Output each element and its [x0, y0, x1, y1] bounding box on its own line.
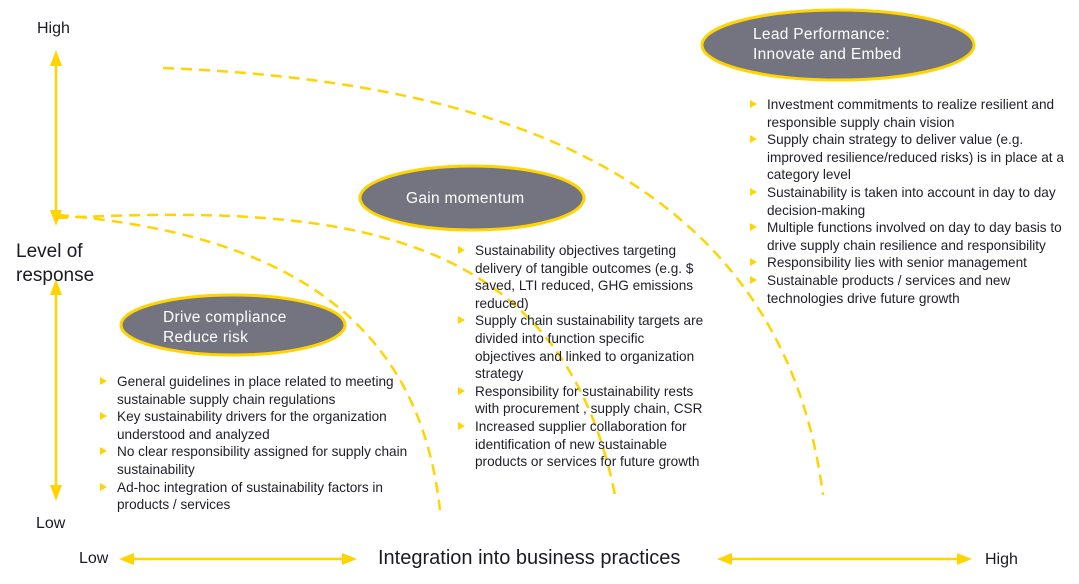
list-item: Responsibility for sustainability rests … [458, 383, 708, 418]
bullet-triangle-icon [750, 275, 757, 284]
list-item: Increased supplier collaboration for ide… [458, 418, 708, 471]
list-item: Responsibility lies with senior manageme… [750, 254, 1068, 272]
bullet-triangle-icon [100, 447, 107, 456]
bullet-triangle-icon [100, 377, 107, 385]
bullet-list-gain-momentum: Sustainability objectives targeting deli… [458, 242, 708, 471]
bullet-triangle-icon [750, 258, 757, 267]
bullet-list-drive-compliance: General guidelines in place related to m… [100, 373, 410, 514]
stage-title-gain-momentum: Gain momentum [406, 189, 524, 209]
bullet-triangle-icon [750, 135, 757, 144]
list-item: Key sustainability drivers for the organ… [100, 408, 410, 443]
y-axis-arrow-upper [50, 50, 62, 226]
stage-ellipse-lead-performance [700, 8, 976, 82]
list-item: Sustainability objectives targeting deli… [458, 242, 708, 312]
bullet-triangle-icon [750, 187, 757, 196]
list-item: General guidelines in place related to m… [100, 373, 410, 408]
x-axis-high-label: High [985, 551, 1018, 568]
list-item: Investment commitments to realize resili… [750, 96, 1068, 131]
bullet-triangle-icon [458, 386, 465, 395]
stage-title-line1: Drive compliance [163, 309, 287, 326]
stage-title-line1: Gain momentum [406, 190, 525, 207]
y-axis-arrow-lower [50, 279, 62, 501]
stage-ellipse-drive-compliance [119, 293, 347, 357]
x-axis-arrow-left [119, 553, 357, 565]
stage-title-line2: Innovate and Embed [753, 46, 902, 63]
list-item: Sustainability is taken into account in … [750, 184, 1068, 219]
y-axis-title-line1: Level of [16, 241, 83, 262]
bullet-triangle-icon [458, 421, 465, 430]
list-item: Ad-hoc integration of sustainability fac… [100, 479, 410, 514]
curve-middle [56, 213, 617, 496]
stage-title-line1: Lead Performance: [753, 26, 890, 43]
stage-title-line2: Reduce risk [163, 329, 249, 346]
bullet-triangle-icon [750, 100, 757, 108]
bullet-triangle-icon [458, 316, 465, 325]
list-item: Supply chain strategy to deliver value (… [750, 131, 1068, 184]
bullet-triangle-icon [750, 223, 757, 232]
list-item: Sustainable products / services and new … [750, 272, 1068, 307]
y-axis-low-label: Low [36, 515, 66, 532]
x-axis-arrow-right [717, 553, 972, 565]
x-axis-title: Integration into business practices [378, 547, 681, 569]
bullet-list-lead-performance: Investment commitments to realize resili… [750, 96, 1068, 307]
y-axis-title: Level of response [16, 240, 116, 288]
x-axis-low-label: Low [79, 550, 109, 567]
bullet-triangle-icon [100, 412, 107, 421]
list-item: Multiple functions involved on day to da… [750, 219, 1068, 254]
stage-ellipse-gain-momentum [358, 164, 586, 232]
list-item: No clear responsibility assigned for sup… [100, 443, 410, 478]
stage-title-drive-compliance: Drive compliance Reduce risk [163, 308, 287, 348]
stage-title-lead-performance: Lead Performance: Innovate and Embed [753, 25, 901, 65]
curve-inner [57, 213, 442, 511]
list-item: Supply chain sustainability targets are … [458, 312, 708, 382]
curve-outer [162, 66, 825, 496]
y-axis-title-line2: response [16, 265, 95, 286]
y-axis-high-label: High [37, 20, 70, 37]
bullet-triangle-icon [100, 482, 107, 491]
bullet-triangle-icon [458, 246, 465, 254]
